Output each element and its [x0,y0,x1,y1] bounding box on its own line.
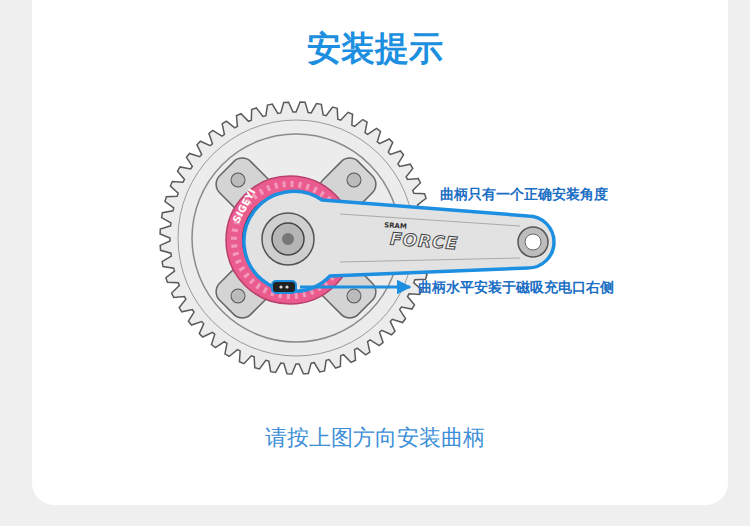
charging-port [272,281,296,293]
callout-arrow [300,286,410,289]
crank-outline [244,191,554,291]
callout-label: 曲柄只有一个正确安装角度 [440,185,608,203]
title: 安装提示 [0,26,750,70]
caption: 请按上图方向安装曲柄 [0,424,750,452]
callout-label: 曲柄水平安装于磁吸充电口右侧 [418,278,614,296]
crank-arm [244,191,554,291]
